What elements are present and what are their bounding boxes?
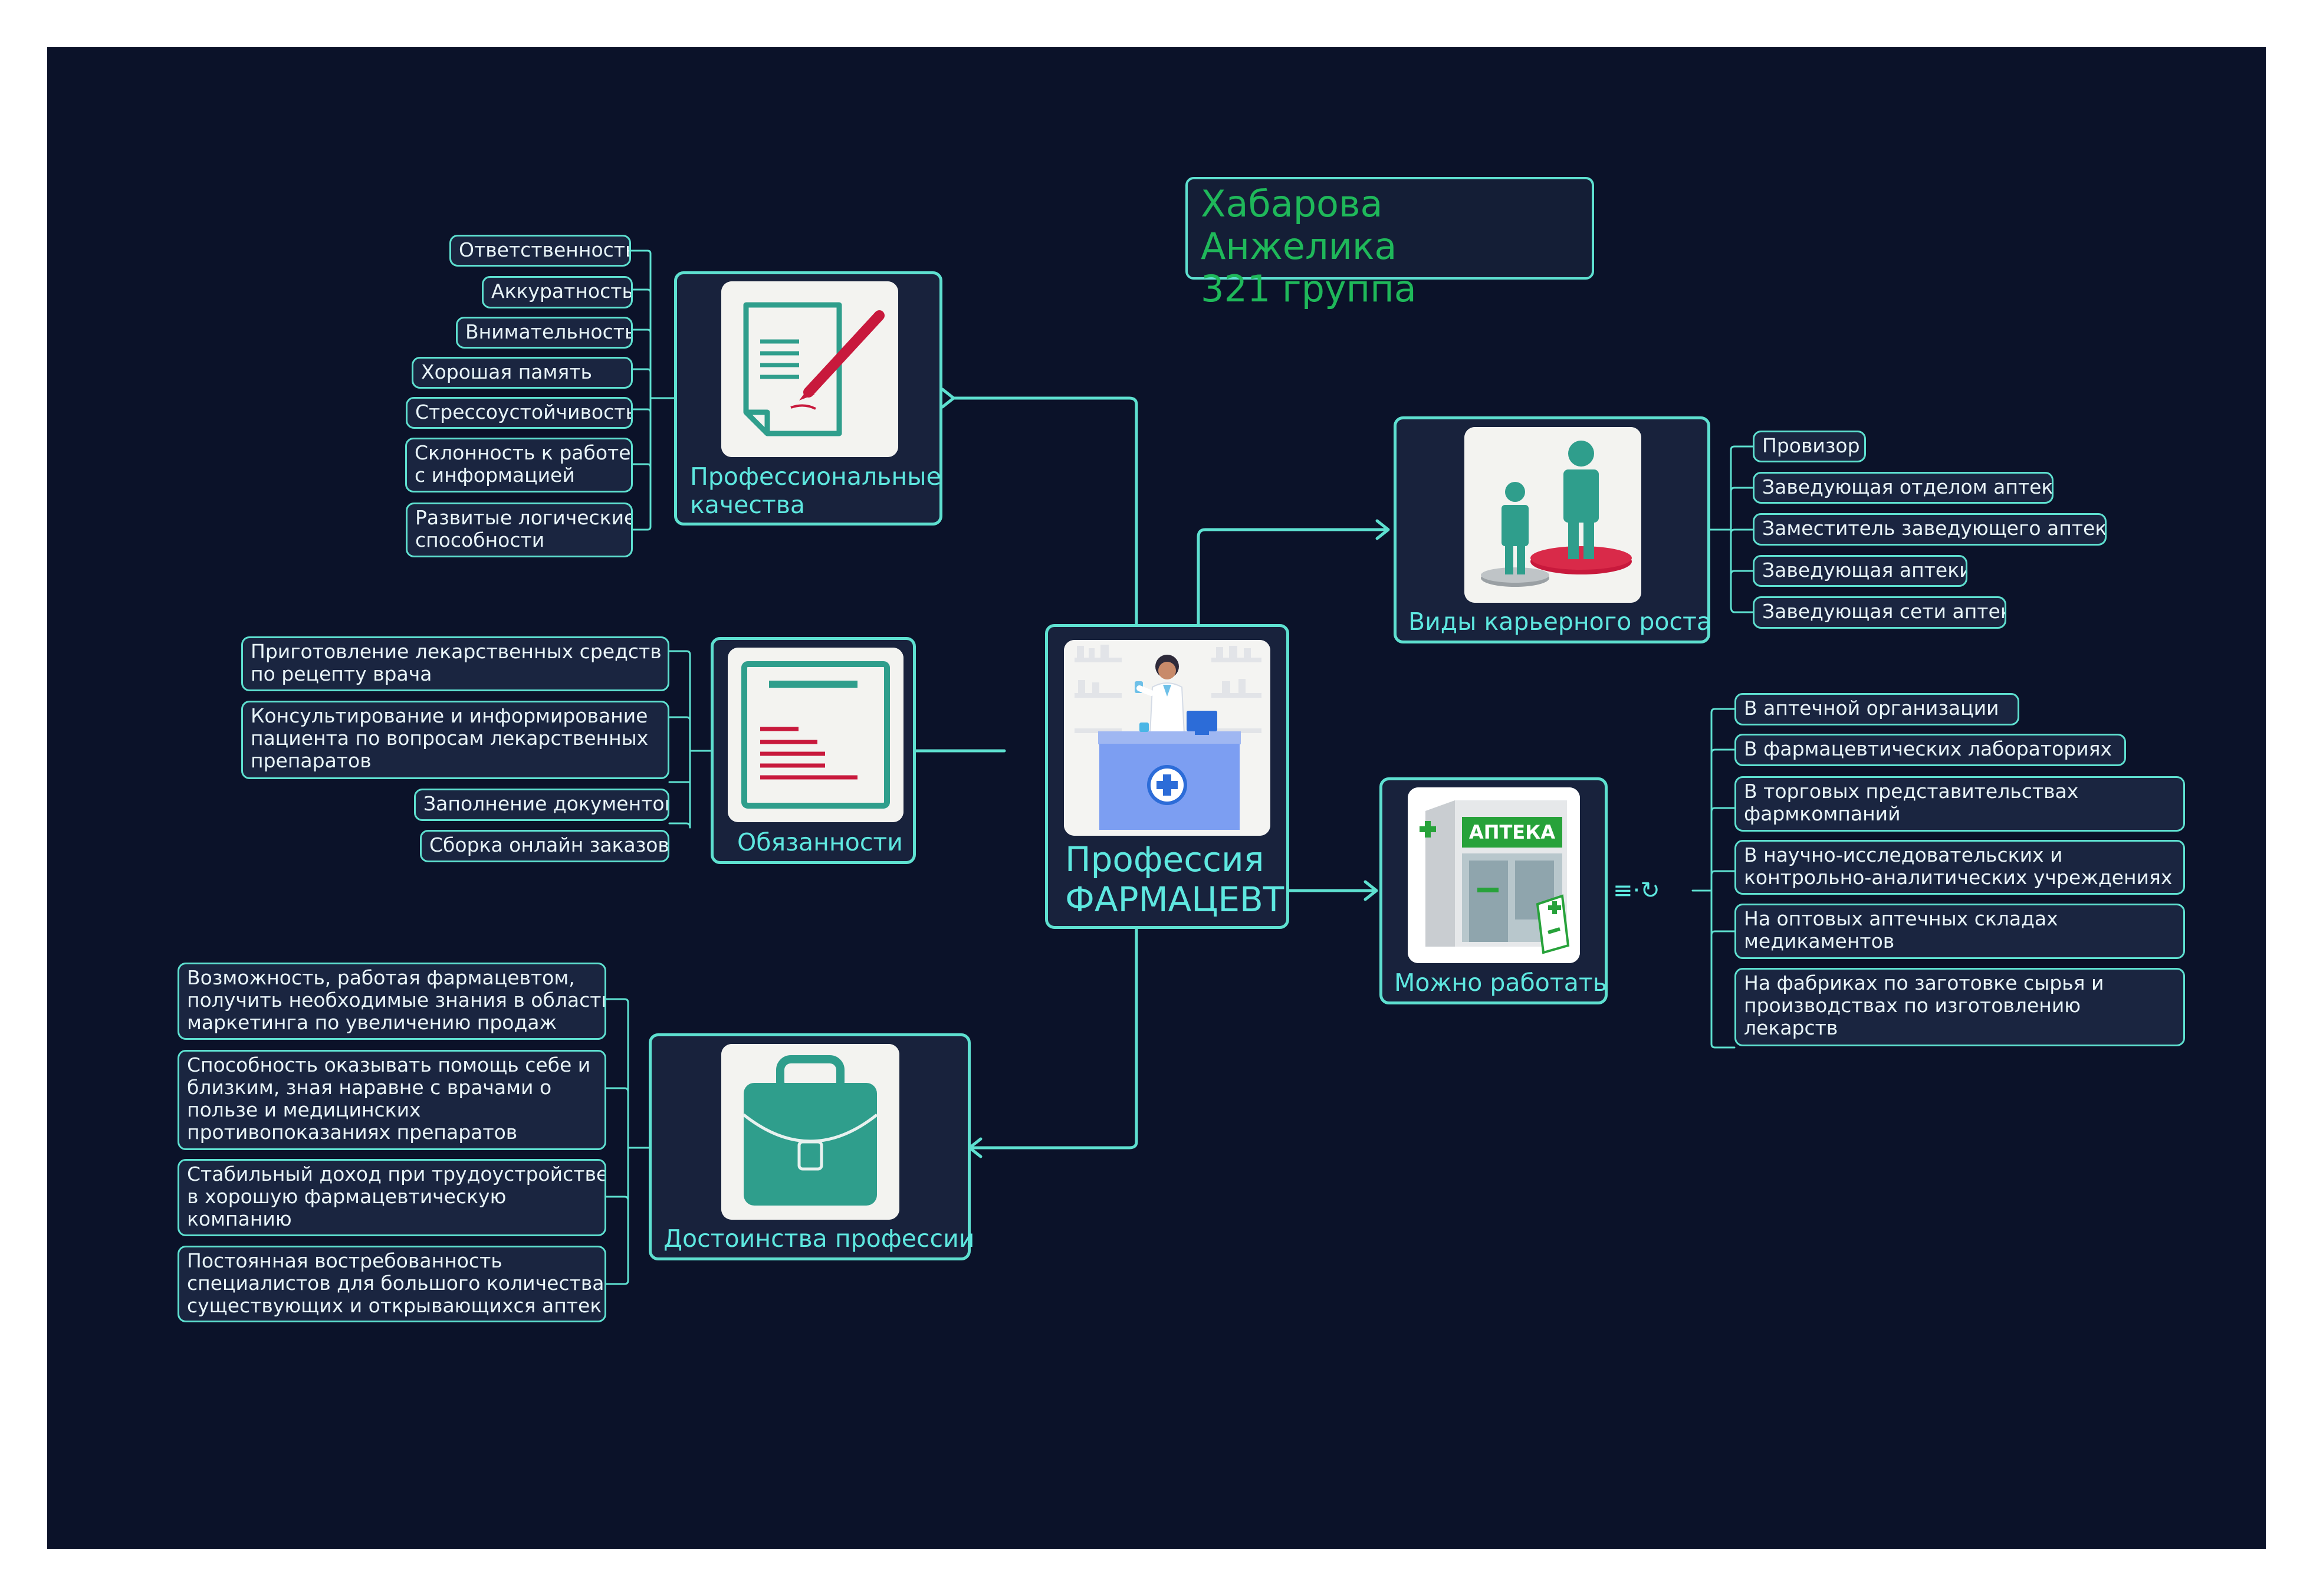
- collapse-toggle-icon[interactable]: ≡·↻: [1613, 877, 1660, 904]
- list-item[interactable]: Ответственность: [449, 235, 631, 267]
- list-item[interactable]: Возможность, работая фармацевтом, получи…: [178, 963, 606, 1040]
- author-group: 321 группа: [1201, 267, 1417, 310]
- author-box[interactable]: Хабарова Анжелика 321 группа: [1185, 177, 1594, 310]
- list-item[interactable]: Способность оказывать помощь себе и близ…: [178, 1050, 606, 1150]
- pharmacist-illustration-icon: [1064, 640, 1270, 836]
- topic-duties[interactable]: Обязанности: [711, 637, 916, 864]
- list-item[interactable]: Стабильный доход при трудоустройстве в х…: [178, 1159, 606, 1236]
- career-title: Виды карьерного роста: [1408, 607, 1712, 636]
- briefcase-icon: [721, 1044, 899, 1220]
- list-item[interactable]: Склонность к работе с информацией: [405, 438, 633, 492]
- author-name: Хабарова Анжелика: [1201, 182, 1397, 268]
- topic-professional-qualities[interactable]: Профессиональные качества: [674, 271, 942, 526]
- list-item[interactable]: В аптечной организации: [1734, 693, 2019, 725]
- list-item[interactable]: Сборка онлайн заказов: [420, 830, 669, 862]
- list-item[interactable]: В фармацевтических лабораториях: [1734, 734, 2126, 766]
- workplaces-title: Можно работать: [1394, 968, 1607, 997]
- document-with-pen-icon: [721, 281, 898, 457]
- svg-text:АПТЕКА: АПТЕКА: [1469, 821, 1555, 843]
- document-lines-icon: [728, 648, 903, 822]
- list-item[interactable]: Заместитель заведующего аптеки: [1753, 513, 2107, 546]
- list-item[interactable]: Заведующая аптеки: [1753, 555, 1967, 587]
- central-title-line2: ФАРМАЦЕВТ: [1065, 879, 1284, 919]
- list-item[interactable]: Хорошая память: [412, 357, 633, 389]
- list-item[interactable]: Заведующая сети аптек: [1753, 596, 2006, 629]
- list-item[interactable]: Заведующая отделом аптеки: [1753, 472, 2054, 504]
- central-title-line1: Профессия: [1065, 839, 1264, 879]
- list-item[interactable]: В торговых представительствах фармкомпан…: [1734, 776, 2185, 832]
- qualities-title-line2: качества: [690, 491, 806, 519]
- central-topic[interactable]: Профессия ФАРМАЦЕВТ: [1045, 624, 1289, 929]
- list-item[interactable]: Консультирование и информирование пациен…: [241, 701, 669, 779]
- topic-advantages[interactable]: Достоинства профессии: [649, 1033, 975, 1260]
- list-item[interactable]: На оптовых аптечных складах медикаментов: [1734, 904, 2185, 959]
- duties-title: Обязанности: [737, 828, 903, 856]
- list-item[interactable]: Внимательность: [456, 317, 633, 349]
- topic-workplaces[interactable]: АПТЕКА Можно работать: [1379, 777, 1608, 1004]
- topic-career-growth[interactable]: Виды карьерного роста: [1394, 416, 1712, 643]
- list-item[interactable]: Стрессоустойчивость: [406, 397, 633, 429]
- list-item[interactable]: В научно-исследовательских и контрольно-…: [1734, 840, 2185, 895]
- mindmap-canvas: Хабарова Анжелика 321 группа: [47, 47, 2266, 1549]
- list-item[interactable]: Заполнение документов: [414, 789, 669, 821]
- connector-lines: [605, 249, 1754, 1285]
- list-item[interactable]: На фабриках по заготовке сырья и произво…: [1734, 968, 2185, 1046]
- list-item[interactable]: Постоянная востребованность специалистов…: [178, 1246, 606, 1322]
- list-item[interactable]: Аккуратность: [482, 276, 633, 308]
- list-item[interactable]: Провизор: [1753, 431, 1866, 462]
- career-growth-people-icon: [1464, 427, 1641, 603]
- qualities-title-line1: Профессиональные: [690, 462, 941, 491]
- pharmacy-building-icon: АПТЕКА: [1408, 787, 1580, 963]
- advantages-title: Достоинства профессии: [663, 1224, 975, 1253]
- list-item[interactable]: Развитые логические способности: [406, 503, 633, 557]
- list-item[interactable]: Приготовление лекарственных средств по р…: [241, 636, 669, 691]
